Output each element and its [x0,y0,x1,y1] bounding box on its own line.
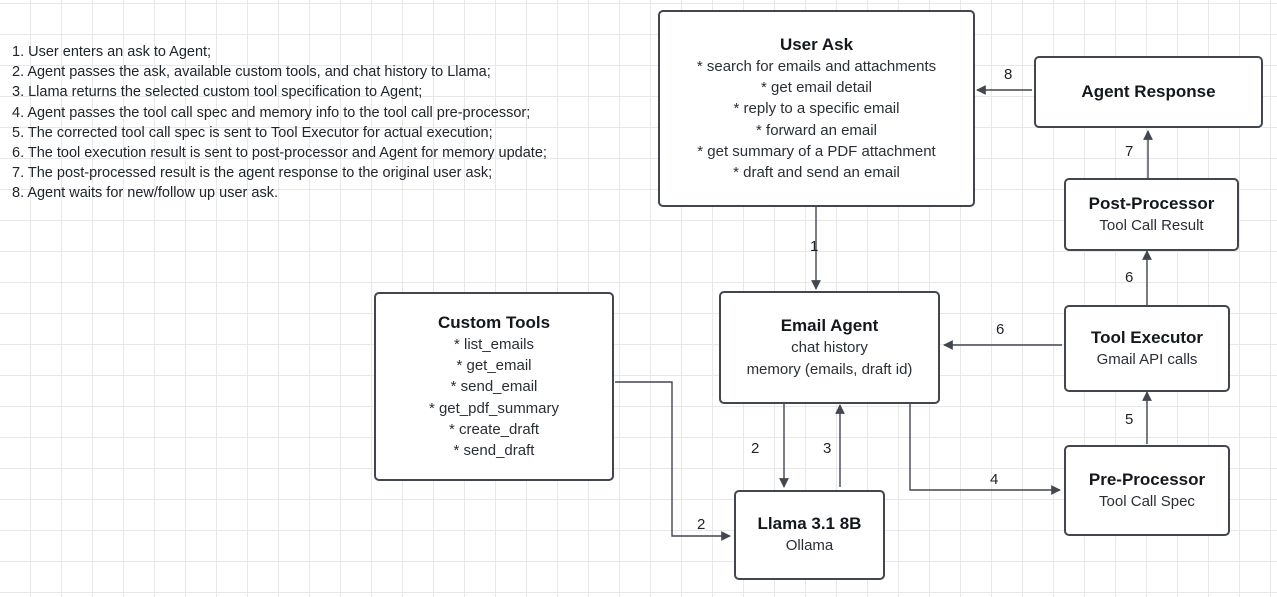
user-ask-bullet-5: * get summary of a PDF attachment [697,142,936,160]
edge-label-1: 1 [810,238,819,255]
user-ask-bullet-1: * search for emails and attachments [696,57,937,75]
llama-title: Llama 3.1 8B [757,514,862,534]
user-ask-bullet-4: * forward an email [756,121,877,139]
node-custom-tools[interactable]: Custom Tools * list_emails * get_email *… [374,292,614,481]
node-agent-response[interactable]: Agent Response [1034,56,1263,128]
legend-step-5: 5. The corrected tool call spec is sent … [12,124,493,141]
legend-step-3: 3. Llama returns the selected custom too… [12,84,423,101]
edge-label-2-tools: 2 [697,516,706,533]
edge-label-4: 4 [990,471,999,488]
user-ask-bullet-6: * draft and send an email [733,164,900,182]
edge-label-3: 3 [823,440,832,457]
post-processor-subtitle: Tool Call Result [1099,216,1204,234]
edge-label-6-post: 6 [1125,269,1134,286]
edge-label-5: 5 [1125,411,1134,428]
tool-executor-title: Tool Executor [1090,327,1204,347]
custom-tools-bullet-6: * send_draft [453,442,535,460]
custom-tools-bullet-4: * get_pdf_summary [428,399,560,417]
legend-step-2: 2. Agent passes the ask, available custo… [12,64,491,81]
legend-steps-list: 1. User enters an ask to Agent; 2. Agent… [12,42,642,204]
node-tool-executor[interactable]: Tool Executor Gmail API calls [1064,305,1230,392]
node-user-ask[interactable]: User Ask * search for emails and attachm… [658,10,975,207]
email-agent-title: Email Agent [780,316,879,336]
node-pre-processor[interactable]: Pre-Processor Tool Call Spec [1064,445,1230,536]
legend-step-7: 7. The post-processed result is the agen… [12,165,493,182]
node-post-processor[interactable]: Post-Processor Tool Call Result [1064,178,1239,251]
legend-step-6: 6. The tool execution result is sent to … [12,145,547,162]
llama-subtitle: Ollama [785,537,834,555]
legend-step-1: 1. User enters an ask to Agent; [12,44,212,60]
legend-step-4: 4. Agent passes the tool call spec and m… [12,104,531,121]
custom-tools-bullet-3: * send_email [450,378,538,396]
user-ask-bullet-3: * reply to a specific email [733,100,900,118]
tool-executor-subtitle: Gmail API calls [1096,350,1198,368]
email-agent-subtitle-memory: memory (emails, draft id) [746,360,913,378]
edge-label-6-agent: 6 [996,321,1005,338]
edge-label-2-agent: 2 [751,440,760,457]
custom-tools-title: Custom Tools [437,312,551,332]
agent-response-title: Agent Response [1081,82,1216,101]
edge-label-8: 8 [1004,66,1013,83]
custom-tools-bullet-1: * list_emails [453,335,535,353]
edge-4-email-agent-to-pre-processor [909,403,1061,495]
edge-label-7: 7 [1125,143,1134,160]
legend-step-8: 8. Agent waits for new/follow up user as… [12,185,278,202]
pre-processor-title: Pre-Processor [1088,469,1206,489]
email-agent-subtitle-chat-history: chat history [791,339,868,357]
edge-2-custom-tools-to-llama [615,381,731,541]
node-email-agent[interactable]: Email Agent chat history memory (emails,… [719,291,940,404]
user-ask-title: User Ask [779,34,854,54]
custom-tools-bullet-2: * get_email [456,356,532,374]
user-ask-bullet-2: * get email detail [761,78,872,96]
node-llama[interactable]: Llama 3.1 8B Ollama [734,490,885,580]
custom-tools-bullet-5: * create_draft [448,420,540,438]
pre-processor-subtitle: Tool Call Spec [1099,492,1195,510]
post-processor-title: Post-Processor [1088,193,1215,213]
